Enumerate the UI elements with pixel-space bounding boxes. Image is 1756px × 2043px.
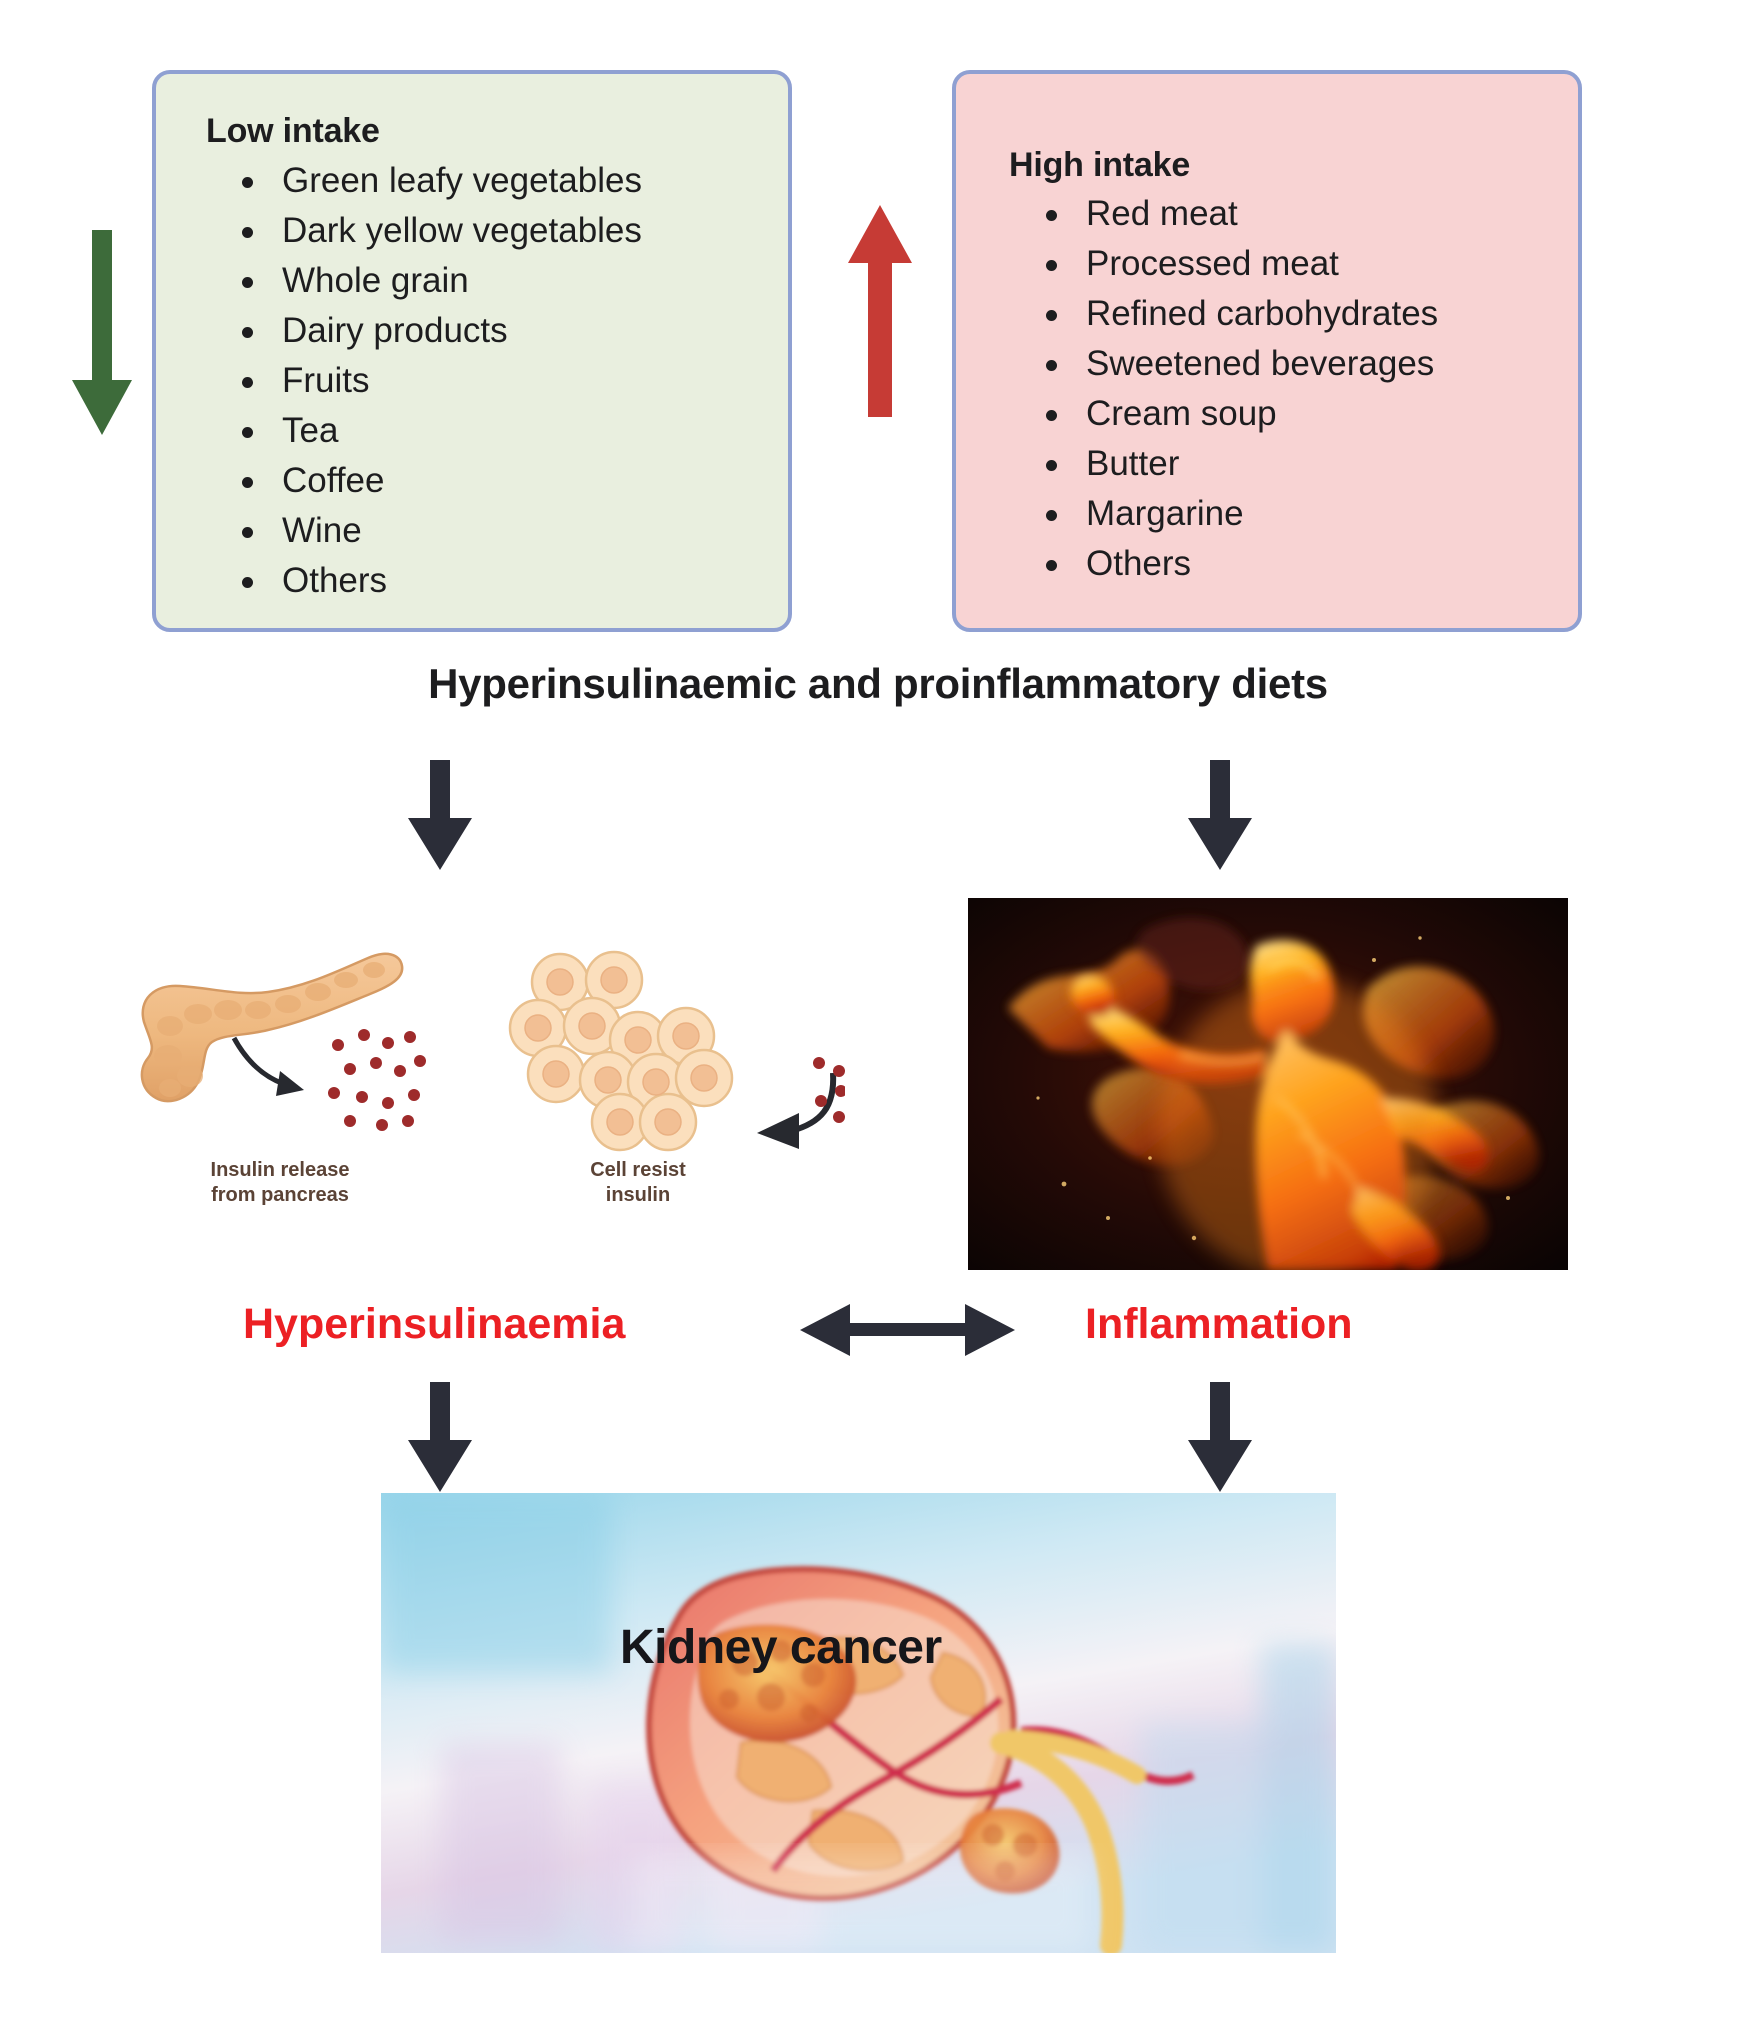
list-item: Green leafy vegetables xyxy=(234,156,642,206)
high-intake-item-label: Refined carbohydrates xyxy=(1086,294,1439,333)
bullet-dot-icon xyxy=(1046,360,1057,371)
cell-cluster-illustration xyxy=(508,950,734,1152)
list-item: Dairy products xyxy=(234,306,642,356)
bullet-dot-icon xyxy=(242,227,253,238)
bullet-dot-icon xyxy=(242,177,253,188)
list-item: Wine xyxy=(234,506,642,556)
bullet-dot-icon xyxy=(242,327,253,338)
flow-arrow-to-inflammation xyxy=(1188,760,1252,870)
high-intake-heading: High intake xyxy=(1009,146,1191,184)
flow-arrow-inflammation-to-cancer xyxy=(1188,1382,1252,1492)
list-item: Others xyxy=(234,556,642,606)
list-item: Butter xyxy=(1038,439,1438,489)
low-intake-list: Green leafy vegetables Dark yellow veget… xyxy=(234,156,642,606)
list-item: Refined carbohydrates xyxy=(1038,289,1438,339)
list-item: Fruits xyxy=(234,356,642,406)
list-item: Tea xyxy=(234,406,642,456)
list-item: Red meat xyxy=(1038,189,1438,239)
list-item: Margarine xyxy=(1038,489,1438,539)
list-item: Processed meat xyxy=(1038,239,1438,289)
pancreas-caption: Insulin release from pancreas xyxy=(210,1159,350,1206)
bullet-dot-icon xyxy=(1046,310,1057,321)
low-intake-box: Low intake Green leafy vegetables Dark y… xyxy=(152,70,792,632)
bullet-dot-icon xyxy=(242,527,253,538)
high-intake-item-label: Margarine xyxy=(1086,494,1244,533)
low-intake-heading: Low intake xyxy=(206,112,380,150)
bullet-dot-icon xyxy=(242,377,253,388)
kidney-cancer-image xyxy=(381,1493,1336,1953)
bidirectional-arrow xyxy=(800,1304,1015,1356)
list-item: Dark yellow vegetables xyxy=(234,206,642,256)
bullet-dot-icon xyxy=(1046,410,1057,421)
low-intake-down-arrow xyxy=(72,230,132,435)
bullet-dot-icon xyxy=(242,427,253,438)
list-item: Cream soup xyxy=(1038,389,1438,439)
low-intake-item-label: Whole grain xyxy=(282,261,469,300)
low-intake-item-label: Green leafy vegetables xyxy=(282,161,642,200)
pancreas-illustration xyxy=(140,952,404,1103)
low-intake-item-label: Others xyxy=(282,561,388,600)
high-intake-item-label: Cream soup xyxy=(1086,394,1277,433)
diagram-title: Hyperinsulinaemic and proinflammatory di… xyxy=(428,660,1328,707)
low-intake-item-label: Dark yellow vegetables xyxy=(282,211,642,250)
list-item: Sweetened beverages xyxy=(1038,339,1438,389)
list-item: Others xyxy=(1038,539,1438,589)
low-intake-item-label: Tea xyxy=(282,411,339,450)
cell-resist-arrow xyxy=(757,1057,845,1149)
bullet-dot-icon xyxy=(1046,510,1057,521)
bullet-dot-icon xyxy=(1046,210,1057,221)
inflammation-label: Inflammation xyxy=(1085,1300,1353,1348)
insulin-molecules-pancreas xyxy=(328,1029,426,1131)
kidney-cancer-label: Kidney cancer xyxy=(620,1621,942,1674)
high-intake-item-label: Others xyxy=(1086,544,1192,583)
bullet-dot-icon xyxy=(1046,260,1057,271)
low-intake-item-label: Dairy products xyxy=(282,311,508,350)
hyperinsulinaemia-label: Hyperinsulinaemia xyxy=(243,1300,626,1348)
bullet-dot-icon xyxy=(242,477,253,488)
inflammation-image xyxy=(968,898,1568,1270)
cells-caption: Cell resist insulin xyxy=(590,1159,686,1206)
list-item: Coffee xyxy=(234,456,642,506)
high-intake-item-label: Processed meat xyxy=(1086,244,1339,283)
flow-arrow-to-insulin xyxy=(408,760,472,870)
bullet-dot-icon xyxy=(242,577,253,588)
flow-arrow-insulin-to-cancer xyxy=(408,1382,472,1492)
low-intake-item-label: Coffee xyxy=(282,461,385,500)
high-intake-item-label: Butter xyxy=(1086,444,1180,483)
bullet-dot-icon xyxy=(242,277,253,288)
bullet-dot-icon xyxy=(1046,560,1057,571)
list-item: Whole grain xyxy=(234,256,642,306)
low-intake-item-label: Fruits xyxy=(282,361,370,400)
high-intake-up-arrow xyxy=(848,205,912,417)
high-intake-list: Red meat Processed meat Refined carbohyd… xyxy=(1038,189,1438,589)
high-intake-box: High intake Red meat Processed meat Refi… xyxy=(952,70,1582,632)
high-intake-item-label: Red meat xyxy=(1086,194,1238,233)
bullet-dot-icon xyxy=(1046,460,1057,471)
low-intake-item-label: Wine xyxy=(282,511,362,550)
high-intake-item-label: Sweetened beverages xyxy=(1086,344,1435,383)
